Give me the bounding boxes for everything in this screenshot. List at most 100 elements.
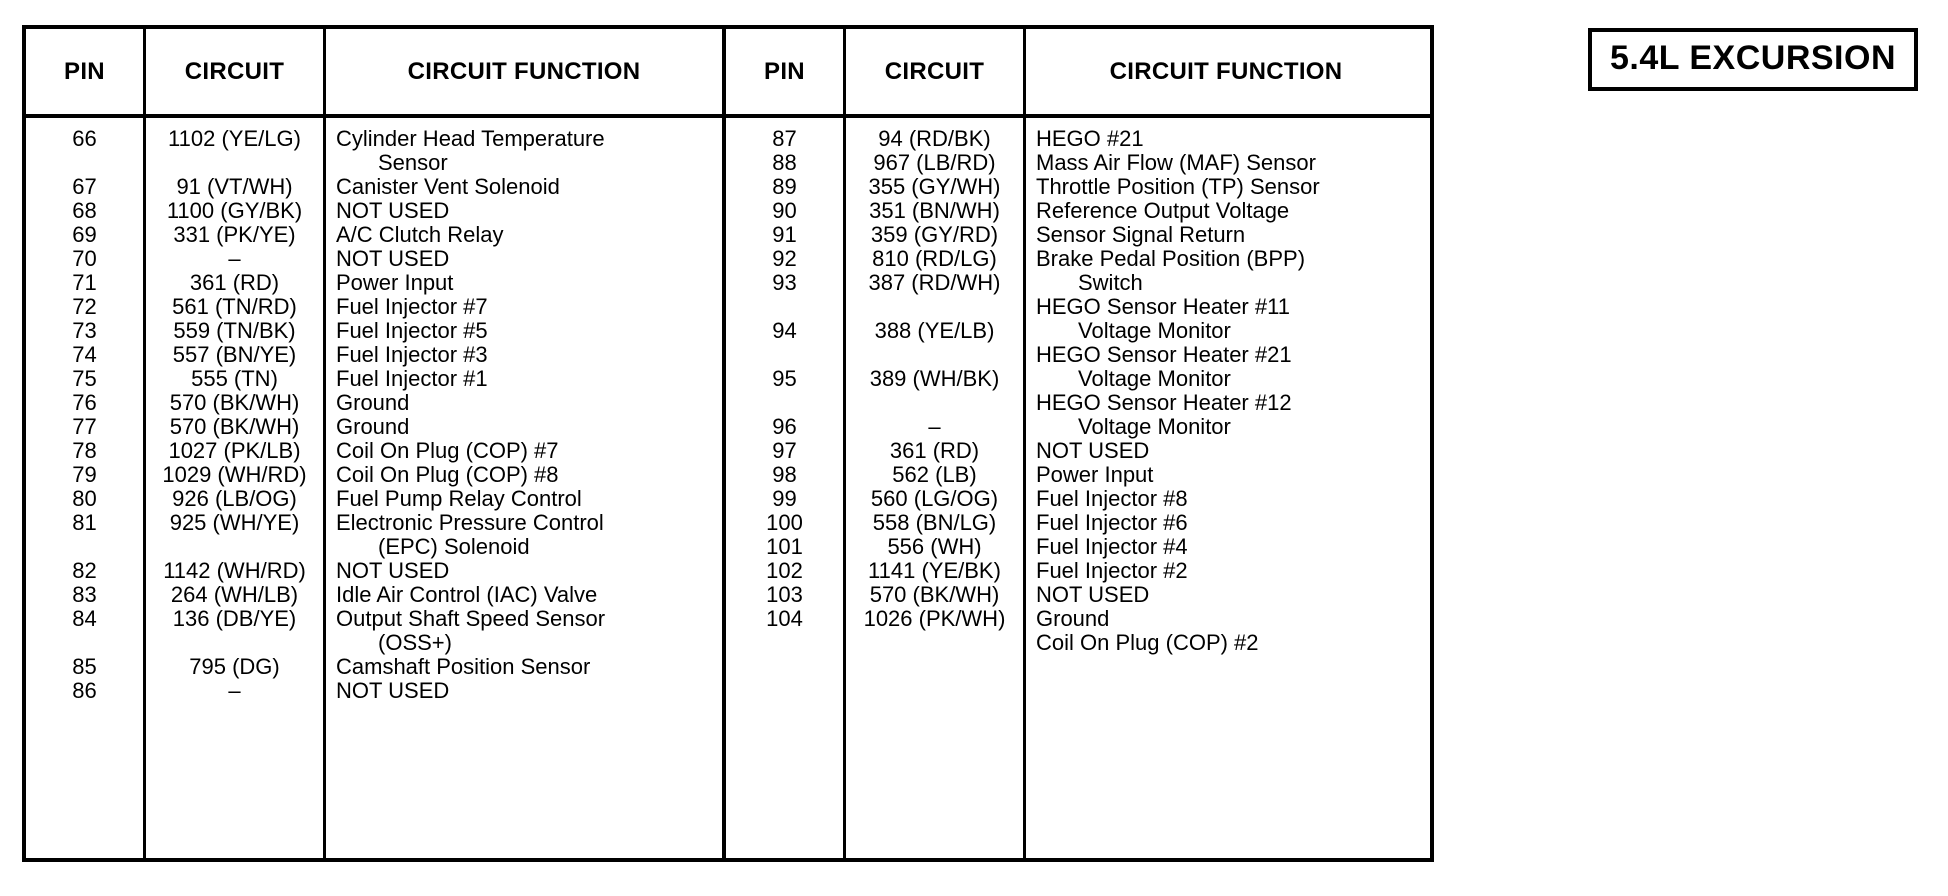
function-left-cell: NOT USED (336, 679, 450, 703)
circuit-left-cell: 1100 (GY/BK) (166, 199, 303, 223)
function-right-cell: Fuel Injector #6 (1036, 511, 1188, 535)
circuit-left-cell: 1142 (WH/RD) (163, 559, 306, 583)
circuit-right-cell: 94 (RD/BK) (878, 127, 991, 151)
circuit-right-cell: 1141 (YE/BK) (868, 559, 1001, 583)
function-right-cell: HEGO Sensor Heater #11 (1036, 295, 1290, 319)
pin-left-cell: 76 (72, 391, 97, 415)
pin-right-cell: 104 (766, 607, 803, 631)
circuit-right-cell: 389 (WH/BK) (869, 367, 1000, 391)
pin-right-cell: 96 (772, 415, 797, 439)
function-right-cell: Coil On Plug (COP) #2 (1036, 631, 1259, 655)
circuit-left-cell: 561 (TN/RD) (172, 295, 297, 319)
function-left-cell: Idle Air Control (IAC) Valve (336, 583, 598, 607)
circuit-left-cell: 361 (RD) (189, 271, 280, 295)
function-left-cell: NOT USED (336, 247, 450, 271)
circuit-left-cell: 557 (BN/YE) (172, 343, 297, 367)
pin-left-cell: 70 (72, 247, 97, 271)
circuit-left-cell: 925 (WH/YE) (169, 511, 300, 535)
pin-left-cell: 73 (72, 319, 97, 343)
pin-right-cell: 98 (772, 463, 797, 487)
function-left-cell: Canister Vent Solenoid (336, 175, 560, 199)
circuit-left-cell: 795 (DG) (189, 655, 280, 679)
function-left-cell: Fuel Pump Relay Control (336, 487, 582, 511)
function-right-cell: Mass Air Flow (MAF) Sensor (1036, 151, 1316, 175)
pin-right-cell: 90 (772, 199, 797, 223)
circuit-right-cell: 359 (GY/RD) (870, 223, 999, 247)
table-header-row: PIN CIRCUIT CIRCUIT FUNCTION PIN CIRCUIT… (26, 29, 1430, 118)
function-left-cell: Ground (336, 415, 410, 439)
pcm-pinout-table: PIN CIRCUIT CIRCUIT FUNCTION PIN CIRCUIT… (22, 25, 1434, 862)
function-left-cell: Coil On Plug (COP) #8 (336, 463, 559, 487)
pin-right-cell: 92 (772, 247, 797, 271)
function-left-cell: Electronic Pressure Control (336, 511, 604, 535)
function-right-cell-continuation: Voltage Monitor (1078, 319, 1231, 343)
circuit-right-cell: 1026 (PK/WH) (863, 607, 1006, 631)
pin-left-cell: 69 (72, 223, 97, 247)
pin-left-cell: 79 (72, 463, 97, 487)
function-right-cell: Brake Pedal Position (BPP) (1036, 247, 1306, 271)
circuit-left-cell: 570 (BK/WH) (169, 391, 300, 415)
function-left-cell: Cylinder Head Temperature (336, 127, 605, 151)
function-left-cell: A/C Clutch Relay (336, 223, 504, 247)
header-function-left: CIRCUIT FUNCTION (326, 29, 726, 114)
function-left-cell: Fuel Injector #1 (336, 367, 488, 391)
circuit-right-cell: 810 (RD/LG) (872, 247, 997, 271)
function-right-cell-continuation: Voltage Monitor (1078, 367, 1231, 391)
circuit-right-cell: 967 (LB/RD) (873, 151, 996, 175)
header-pin-right: PIN (726, 29, 846, 114)
pin-right-cell: 103 (766, 583, 803, 607)
function-right-cell: HEGO #21 (1036, 127, 1144, 151)
circuit-right-cell: 361 (RD) (889, 439, 980, 463)
function-left-cell: Output Shaft Speed Sensor (336, 607, 606, 631)
circuit-left-cell: 331 (PK/YE) (173, 223, 296, 247)
pin-right-cell: 100 (766, 511, 803, 535)
function-left-cell-continuation: (OSS+) (378, 631, 452, 655)
column-circuit-left: 1102 (YE/LG) 91 (VT/WH)1100 (GY/BK)331 (… (146, 118, 326, 858)
circuit-right-cell: 355 (GY/WH) (868, 175, 1001, 199)
pin-right-cell: 89 (772, 175, 797, 199)
function-left-cell: Fuel Injector #5 (336, 319, 488, 343)
function-right-cell: Fuel Injector #2 (1036, 559, 1188, 583)
pin-right-cell: 99 (772, 487, 797, 511)
function-right-cell: Power Input (1036, 463, 1154, 487)
function-right-cell: NOT USED (1036, 439, 1150, 463)
circuit-left-cell: 1029 (WH/RD) (162, 463, 307, 487)
circuit-left-cell: 555 (TN) (191, 367, 278, 391)
function-right-cell: NOT USED (1036, 583, 1150, 607)
function-right-cell-continuation: Switch (1078, 271, 1143, 295)
pin-right-cell: 93 (772, 271, 797, 295)
pin-left-cell: 68 (72, 199, 97, 223)
pin-left-cell: 85 (72, 655, 97, 679)
circuit-left-cell: 559 (TN/BK) (173, 319, 296, 343)
function-left-cell: Fuel Injector #7 (336, 295, 488, 319)
function-left-cell: Camshaft Position Sensor (336, 655, 591, 679)
function-left-cell: NOT USED (336, 199, 450, 223)
pin-left-cell: 71 (72, 271, 97, 295)
pin-left-cell: 84 (72, 607, 97, 631)
header-circuit-left: CIRCUIT (146, 29, 326, 114)
function-right-cell-continuation: Voltage Monitor (1078, 415, 1231, 439)
column-circuit-right: 94 (RD/BK)967 (LB/RD)355 (GY/WH)351 (BN/… (846, 118, 1026, 858)
pin-right-cell: 102 (766, 559, 803, 583)
circuit-left-cell: 1102 (YE/LG) (168, 127, 301, 151)
function-left-cell: NOT USED (336, 559, 450, 583)
pin-right-cell: 97 (772, 439, 797, 463)
pin-left-cell: 78 (72, 439, 97, 463)
pin-left-cell: 83 (72, 583, 97, 607)
pin-left-cell: 67 (72, 175, 97, 199)
pin-right-cell: 101 (766, 535, 803, 559)
pin-left-cell: 86 (72, 679, 97, 703)
circuit-left-cell: 1027 (PK/LB) (168, 439, 301, 463)
circuit-right-cell: 558 (BN/LG) (872, 511, 997, 535)
circuit-right-cell: 562 (LB) (892, 463, 977, 487)
pin-left-cell: 72 (72, 295, 97, 319)
function-right-cell: Fuel Injector #8 (1036, 487, 1188, 511)
circuit-right-cell: 560 (LG/OG) (870, 487, 999, 511)
pin-right-cell: 91 (772, 223, 797, 247)
pin-right-cell: 88 (772, 151, 797, 175)
circuit-left-cell: 570 (BK/WH) (169, 415, 300, 439)
pin-right-cell: 94 (772, 319, 797, 343)
